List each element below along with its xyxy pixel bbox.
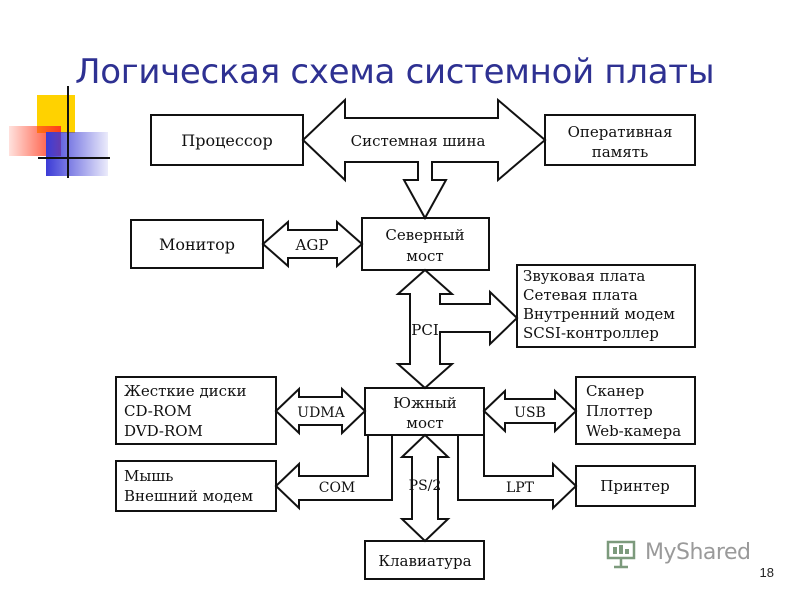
drives-dvdrom: DVD-ROM <box>124 422 203 440</box>
presentation-icon <box>606 540 636 569</box>
pci-device-network: Сетевая плата <box>523 286 638 304</box>
usb-device-plotter: Плоттер <box>586 402 653 420</box>
agp-label: AGP <box>295 236 329 254</box>
usb-label: USB <box>514 405 546 421</box>
south-bridge-label-line1: Южный <box>393 394 457 412</box>
monitor-label: Монитор <box>159 235 235 254</box>
cpu-label: Процессор <box>181 131 272 150</box>
pci-label: PCI <box>411 321 439 339</box>
myshared-watermark: MyShared <box>605 538 770 574</box>
drives-cdrom: CD-ROM <box>124 402 192 420</box>
com-device-modem: Внешний модем <box>124 487 253 505</box>
usb-device-webcam: Web-камера <box>586 422 681 440</box>
lpt-arrow <box>457 434 578 511</box>
deco-vertical-line <box>67 86 69 178</box>
ram-label-line2: память <box>592 143 649 161</box>
com-arrow <box>274 434 393 511</box>
com-device-mouse: Мышь <box>124 467 173 485</box>
pci-device-scsi: SCSI-контроллер <box>523 324 659 342</box>
pci-device-sound: Звуковая плата <box>523 267 645 285</box>
ps2-label: PS/2 <box>409 478 442 494</box>
usb-device-scanner: Сканер <box>586 382 644 400</box>
slide-title: Логическая схема системной платы <box>75 52 715 92</box>
drives-hdd: Жесткие диски <box>124 382 246 400</box>
udma-label: UDMA <box>297 405 345 421</box>
com-label: COM <box>319 480 356 496</box>
lpt-label: LPT <box>506 480 535 496</box>
deco-blue-square <box>46 132 108 176</box>
watermark-text: MyShared <box>645 540 751 565</box>
ps2-arrow <box>399 433 451 543</box>
north-bridge-label-line1: Северный <box>385 226 464 244</box>
keyboard-label: Клавиатура <box>378 552 471 570</box>
pci-device-modem: Внутренний модем <box>523 305 675 323</box>
usb-arrow <box>482 388 578 434</box>
system-bus-label: Системная шина <box>351 132 486 150</box>
pci-arrow <box>395 268 519 390</box>
printer-label: Принтер <box>600 477 669 495</box>
north-bridge-label-line2: мост <box>406 247 443 265</box>
system-bus-arrow <box>301 97 547 221</box>
agp-arrow <box>261 219 364 269</box>
ram-label-line1: Оперативная <box>568 123 673 141</box>
page-number: 18 <box>759 565 774 580</box>
deco-horizontal-line <box>38 157 110 159</box>
udma-arrow <box>274 386 367 436</box>
pci-devices-box <box>516 264 696 348</box>
south-bridge-label-line2: мост <box>406 414 443 432</box>
